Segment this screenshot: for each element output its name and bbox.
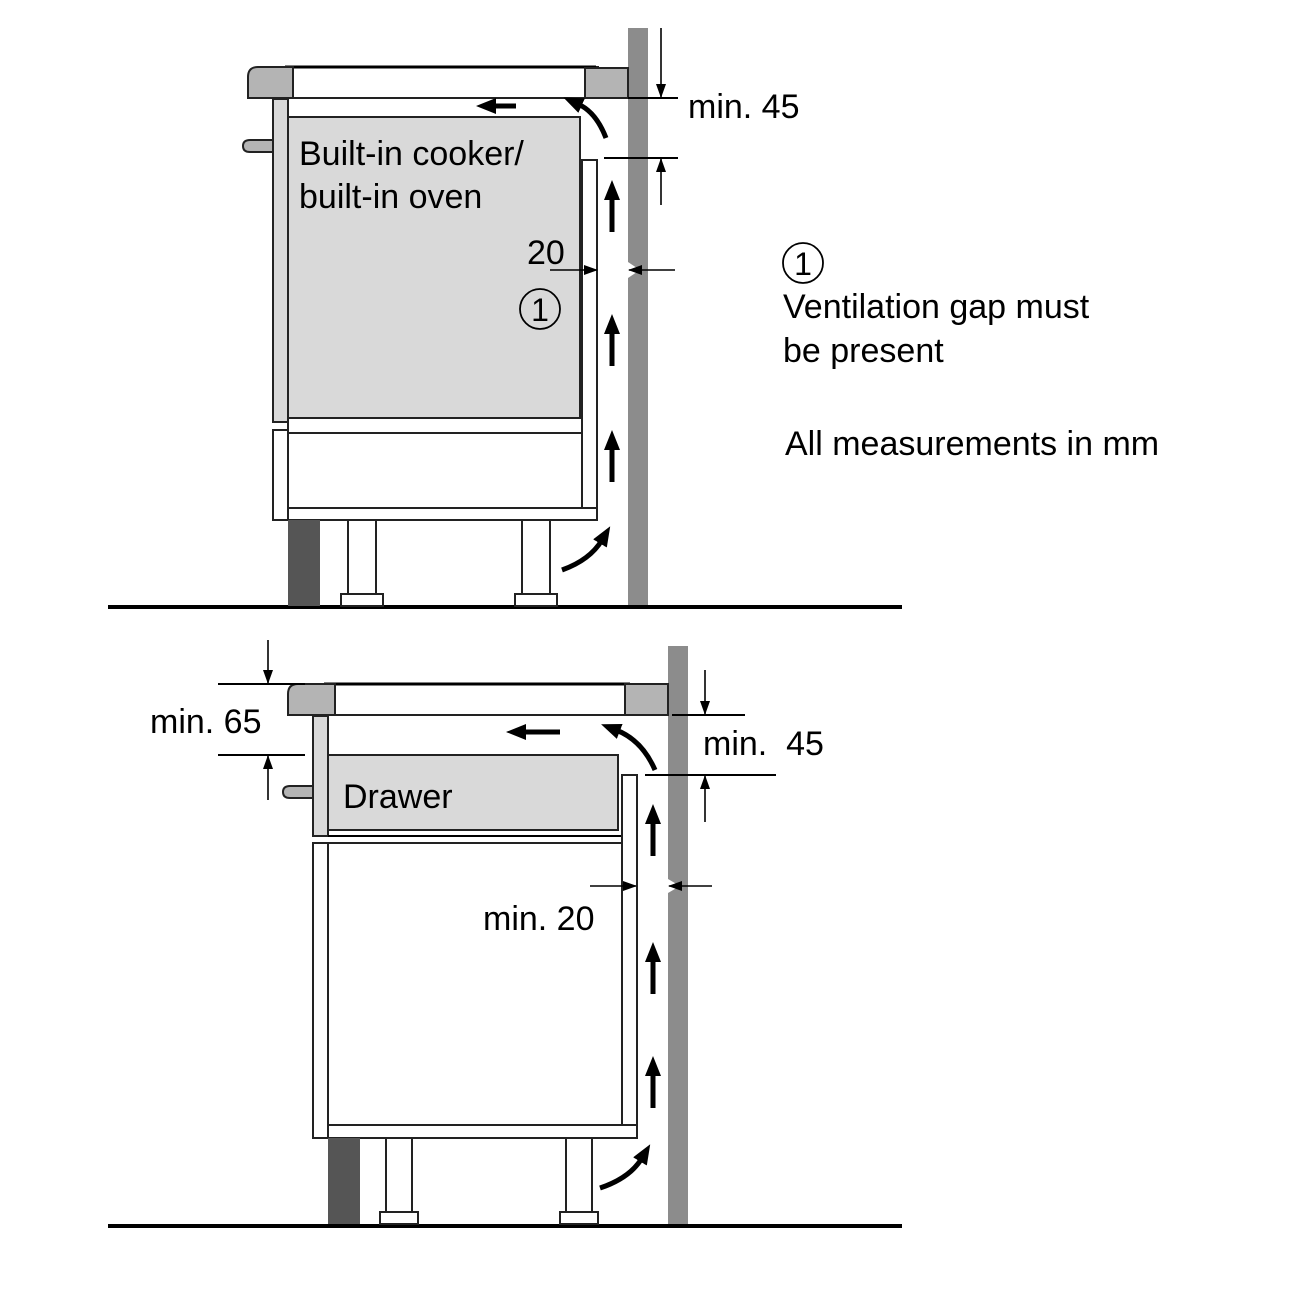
cabinet-base <box>287 507 598 521</box>
legend-circle <box>782 242 824 284</box>
appliance-label: Built-in cooker/ <box>299 135 524 173</box>
worktop-clearance-label: min. 65 <box>150 703 262 741</box>
front-panel <box>272 98 289 423</box>
legend-note: Ventilation gap must <box>783 288 1090 326</box>
legend-marker: 1 <box>794 246 812 282</box>
front-panel <box>312 715 329 837</box>
appliance-label: built-in oven <box>299 178 482 216</box>
legs <box>340 519 558 607</box>
callout-number: 1 <box>531 292 549 328</box>
lower-front-panel <box>312 842 329 1139</box>
knob <box>241 139 274 153</box>
legend: 1 Ventilation gap must be present All me… <box>782 242 1159 463</box>
oven-body <box>287 116 581 419</box>
legs <box>379 1137 599 1225</box>
plinth <box>328 1138 360 1224</box>
gap-dimension: min. 20 <box>483 881 712 938</box>
worktop <box>287 682 669 716</box>
gap-label: min. 20 <box>483 900 595 938</box>
units-note: All measurements in mm <box>785 425 1159 463</box>
storage-drawer <box>287 432 583 509</box>
top-clearance-label: min. 45 <box>703 725 824 763</box>
cabinet-body <box>327 842 623 1126</box>
bottom-diagram: min. 65 min. 45 min. 20 Drawer <box>108 640 902 1228</box>
worktop <box>247 65 629 99</box>
callout-circle <box>519 288 561 330</box>
gap-dimension: 20 <box>527 234 675 275</box>
airflow-arrows <box>476 97 620 573</box>
airflow-arrows <box>506 723 661 1191</box>
wall <box>628 28 648 606</box>
cabinet-side-panel <box>621 774 638 1126</box>
curved-arrow-icon <box>561 526 611 573</box>
drawer <box>327 754 619 831</box>
curved-arrow-icon <box>599 1144 651 1191</box>
worktop-clearance-dimension: min. 65 <box>150 640 305 800</box>
wall <box>668 646 688 1224</box>
top-diagram: min. 45 20 Built-in cooker/ built-in ove… <box>108 28 902 609</box>
legend-note: be present <box>783 332 944 370</box>
curved-arrow-icon <box>563 97 609 139</box>
drawer-label: Drawer <box>343 778 453 816</box>
drawer-front <box>272 429 289 521</box>
top-clearance-dimension: min. 45 <box>604 28 800 205</box>
top-clearance-dimension: min. 45 <box>645 670 824 822</box>
gap-label: 20 <box>527 234 565 272</box>
curved-arrow-icon <box>601 723 658 772</box>
cabinet-side-panel <box>581 159 598 511</box>
top-clearance-label: min. 45 <box>688 88 800 126</box>
oven-base <box>287 417 583 434</box>
knob <box>281 785 314 799</box>
plinth <box>288 520 320 606</box>
cabinet-base <box>327 1124 638 1139</box>
